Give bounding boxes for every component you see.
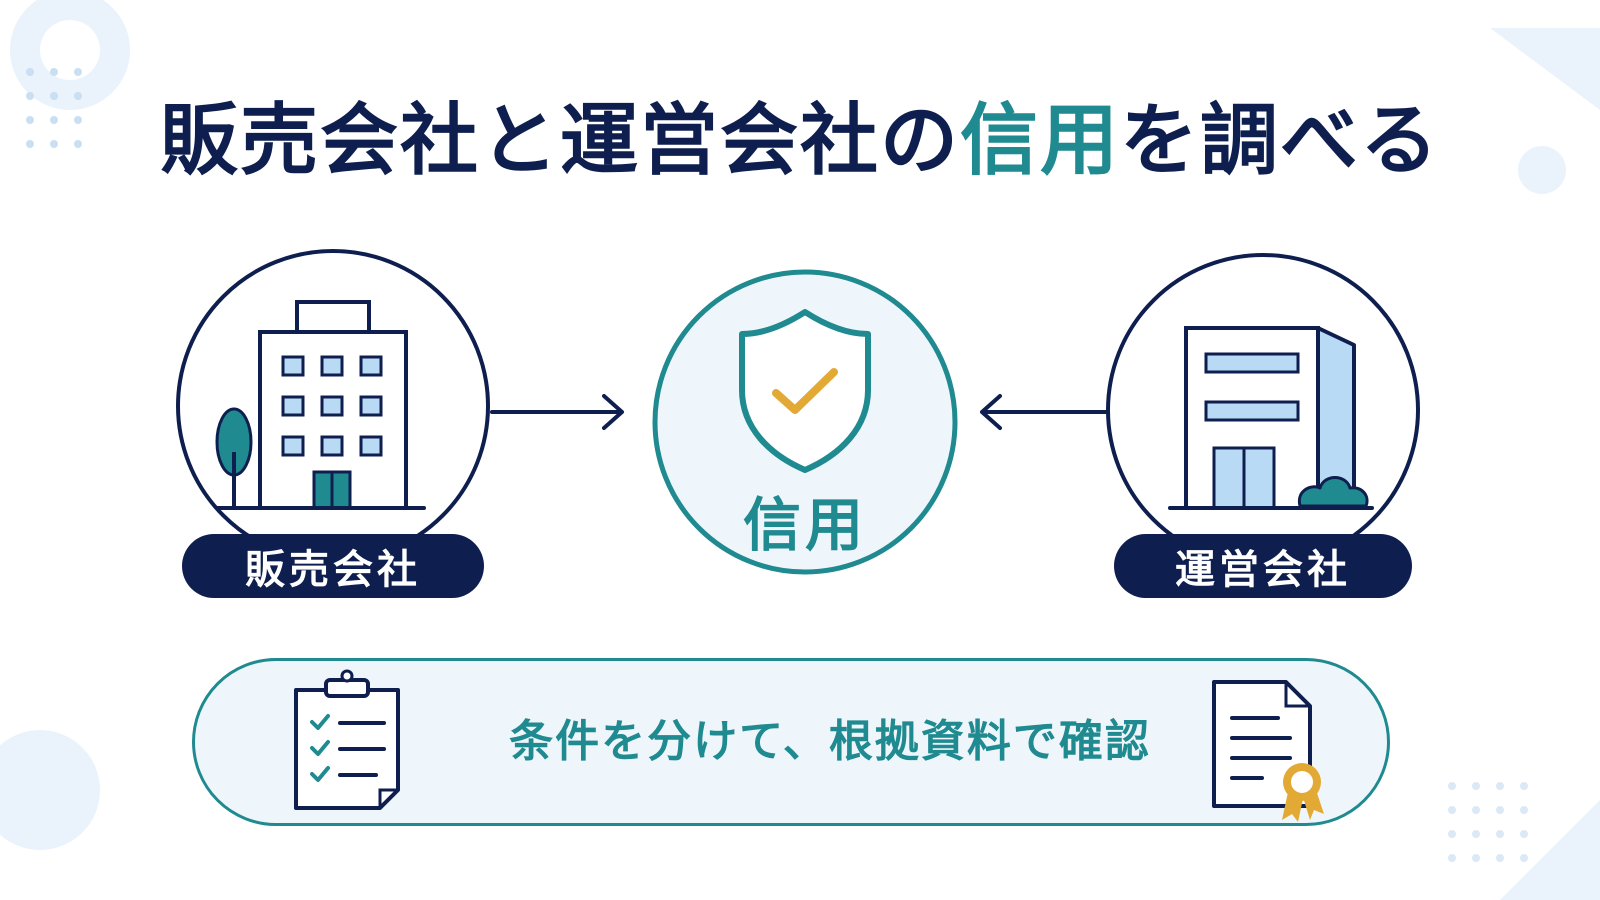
deco-dot-grid-bottom-right	[1448, 782, 1528, 862]
shield-check-icon	[739, 309, 871, 473]
clipboard-checklist-icon	[294, 669, 400, 810]
certificate-document-icon	[1212, 680, 1324, 822]
arrow-right	[490, 394, 624, 430]
office-building-icon	[1168, 326, 1374, 510]
page-title: 販売会社と運営会社の信用を調べる	[0, 78, 1600, 190]
arrow-left	[980, 394, 1110, 430]
bush-icon	[1297, 476, 1369, 508]
tree-icon	[215, 407, 253, 508]
deco-circle-top-left-inner	[40, 20, 100, 80]
operating-company-label: 運営会社	[1114, 534, 1412, 598]
title-highlight: 信用	[959, 96, 1120, 186]
title-prefix: 販売会社と運営会社の	[159, 96, 960, 186]
deco-dot-grid-top-left	[26, 68, 82, 148]
building-icon	[216, 300, 426, 510]
banner-text: 条件を分けて、根拠資料で確認	[509, 716, 1151, 767]
title-suffix: を調べる	[1120, 96, 1441, 186]
deco-circle-right	[1518, 146, 1566, 194]
deco-triangle-top-right	[1490, 28, 1600, 110]
sales-company-label: 販売会社	[182, 534, 484, 598]
trust-label: 信用	[742, 491, 867, 559]
deco-triangle-bottom-right	[1500, 800, 1600, 900]
deco-circle-bottom-left	[0, 730, 100, 850]
